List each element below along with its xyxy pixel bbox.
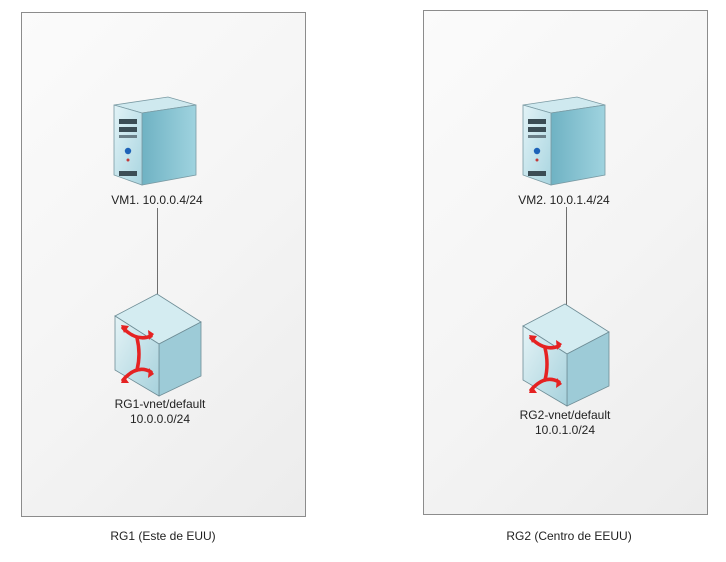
rg1-subnet-label: RG1-vnet/default 10.0.0.0/24 bbox=[115, 397, 206, 427]
server-icon bbox=[522, 96, 606, 186]
network-switch-icon bbox=[114, 293, 202, 397]
server-icon bbox=[113, 96, 197, 186]
rg2-subnet-label: RG2-vnet/default 10.0.1.0/24 bbox=[520, 408, 611, 438]
resource-group-rg2-container bbox=[423, 10, 708, 515]
vm1-to-subnet-connector bbox=[157, 208, 158, 294]
vm2-label: VM2. 10.0.1.4/24 bbox=[518, 193, 610, 207]
rg1-subnet-prefix: 10.0.0.0/24 bbox=[129, 412, 191, 426]
network-switch-icon bbox=[522, 303, 610, 407]
resource-group-rg1-container bbox=[21, 12, 306, 517]
rg2-subnet-prefix: 10.0.1.0/24 bbox=[534, 423, 596, 437]
resource-group-rg2-label: RG2 (Centro de EEUU) bbox=[506, 529, 632, 543]
rg1-subnet-name: RG1-vnet/default bbox=[114, 397, 206, 411]
vm2-to-subnet-connector bbox=[566, 207, 567, 305]
vm1-label: VM1. 10.0.0.4/24 bbox=[111, 193, 203, 207]
resource-group-rg1-label: RG1 (Este de EUU) bbox=[110, 529, 216, 543]
rg2-subnet-name: RG2-vnet/default bbox=[519, 408, 611, 422]
